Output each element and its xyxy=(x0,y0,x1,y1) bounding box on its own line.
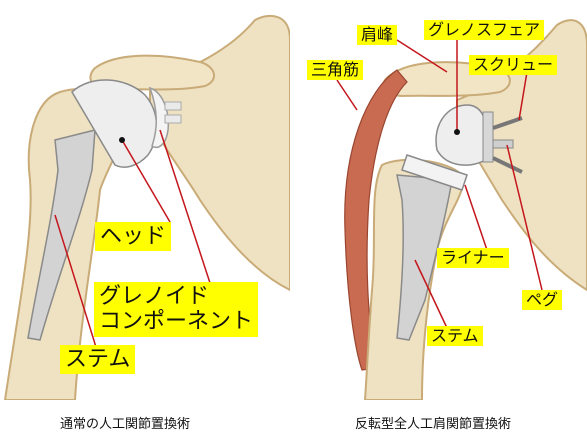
glenosphere xyxy=(435,104,486,166)
label-glenosphere: グレノスフェア xyxy=(424,20,545,41)
pointer-dot xyxy=(454,129,460,135)
label-peg: ペグ xyxy=(522,290,563,311)
pointer-glenoid xyxy=(159,129,211,284)
label-liner: ライナー xyxy=(437,248,509,269)
label-head: ヘッド xyxy=(95,222,172,252)
pointer-stem xyxy=(54,214,101,361)
baseplate xyxy=(482,111,494,163)
label-stem: ステム xyxy=(427,326,483,347)
anatomic-shoulder-illustration xyxy=(3,14,290,400)
pointer-screw xyxy=(518,71,528,121)
caption-anatomic: 通常の人工関節置換術 xyxy=(60,417,191,432)
glenoid-peg xyxy=(164,101,182,111)
pointer-head xyxy=(121,139,171,223)
pointer-peg xyxy=(506,144,543,291)
label-deltoid: 三角筋 xyxy=(307,60,364,81)
liner xyxy=(401,154,468,191)
pointer-dot xyxy=(119,137,125,143)
glenoid-peg xyxy=(164,114,182,124)
pointer-stem xyxy=(414,259,448,329)
screw-upper xyxy=(492,116,523,130)
peg xyxy=(492,139,514,149)
label-screw: スクリュー xyxy=(469,55,558,76)
label-stem: ステム xyxy=(60,345,136,375)
reverse-arthroplasty-panel: 肩峰 グレノスフェア 三角筋 スクリュー ライナー ペグ ステム xyxy=(297,0,587,400)
humeral-stem xyxy=(396,174,453,341)
glenoid-component xyxy=(148,86,170,149)
pointer-deltoid xyxy=(336,79,358,111)
pointer-liner xyxy=(464,184,488,251)
anatomic-arthroplasty-panel: ヘッド グレノイド コンポーネント ステム xyxy=(0,0,290,400)
reverse-shoulder-illustration xyxy=(336,19,587,400)
label-acromion: 肩峰 xyxy=(357,25,398,46)
caption-reverse: 反転型全人工肩関節置換術 xyxy=(355,417,512,432)
screw-lower xyxy=(492,156,523,174)
pointer-acromion xyxy=(396,39,448,73)
label-glenoid-component: グレノイド コンポーネント xyxy=(94,282,259,337)
